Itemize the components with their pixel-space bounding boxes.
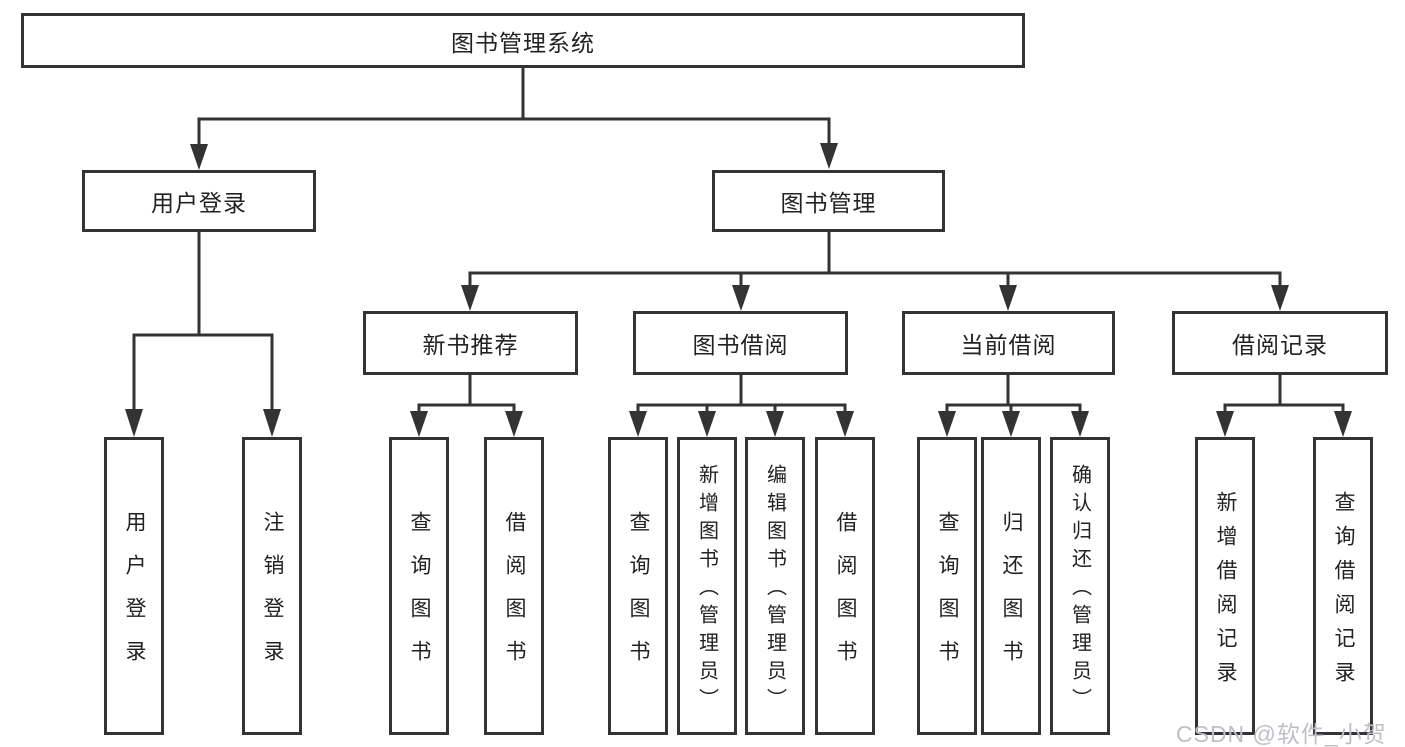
- node-book-borrowing: 图书借阅: [633, 311, 848, 375]
- node-label: 用户登录: [151, 190, 247, 216]
- node-current-borrowing: 当前借阅: [902, 311, 1115, 375]
- node-borrowing-add-books-admin: 新增图书（管理员）: [677, 437, 737, 735]
- node-current-query-books: 查询图书: [917, 437, 977, 735]
- node-label: 查询借阅记录: [1332, 490, 1355, 695]
- node-label: 归还图书: [1000, 511, 1023, 683]
- node-label: 编辑图书（管理员）: [763, 464, 786, 716]
- node-label: 查询图书: [627, 511, 650, 683]
- connector-user-login-children: [125, 232, 281, 437]
- connector-root-to-level2: [190, 68, 838, 170]
- node-label: 图书借阅: [692, 332, 789, 358]
- node-current-confirm-return-admin: 确认归还（管理员）: [1050, 437, 1110, 735]
- node-label: 图书管理: [780, 190, 877, 216]
- node-label: 查询图书: [408, 511, 431, 683]
- connector-new-book-recommend-children: [410, 375, 523, 437]
- node-label: 查询图书: [936, 511, 959, 683]
- csdn-watermark: CSDN @软件_小贺同学: [1176, 721, 1387, 747]
- node-label: 新增借阅记录: [1214, 490, 1237, 695]
- node-book-management: 图书管理: [712, 170, 945, 232]
- node-records-query-record: 查询借阅记录: [1313, 437, 1373, 735]
- node-label: 借阅图书: [503, 511, 526, 683]
- connector-book-borrowing-children: [629, 375, 854, 437]
- node-label: 用户登录: [123, 511, 146, 683]
- node-new-book-recommend: 新书推荐: [363, 311, 578, 375]
- node-label: 新书推荐: [422, 332, 519, 358]
- node-label: 确认归还（管理员）: [1068, 464, 1091, 716]
- node-leaf-user-login: 用户登录: [104, 437, 164, 735]
- node-label: 借阅图书: [834, 511, 857, 683]
- node-borrowing-borrow-books: 借阅图书: [815, 437, 875, 735]
- connector-borrowing-records-children: [1216, 375, 1352, 437]
- node-label: 借阅记录: [1232, 332, 1328, 358]
- node-current-return-books: 归还图书: [981, 437, 1041, 735]
- node-records-add-record: 新增借阅记录: [1195, 437, 1255, 735]
- node-label: 注销登录: [261, 511, 284, 683]
- node-borrowing-query-books: 查询图书: [608, 437, 668, 735]
- node-borrowing-edit-books-admin: 编辑图书（管理员）: [745, 437, 805, 735]
- node-recommend-borrow-books: 借阅图书: [484, 437, 544, 735]
- connector-book-management-children: [461, 232, 1289, 311]
- node-label: 当前借阅: [960, 332, 1057, 358]
- node-library-management-system: 图书管理系统: [21, 13, 1025, 68]
- node-label: 新增图书（管理员）: [695, 464, 718, 716]
- node-label: 图书管理系统: [451, 29, 595, 56]
- node-user-login: 用户登录: [82, 170, 316, 232]
- connector-current-borrowing-children: [938, 375, 1089, 437]
- node-leaf-logout: 注销登录: [242, 437, 302, 735]
- node-borrowing-records: 借阅记录: [1172, 311, 1388, 375]
- node-recommend-query-books: 查询图书: [389, 437, 449, 735]
